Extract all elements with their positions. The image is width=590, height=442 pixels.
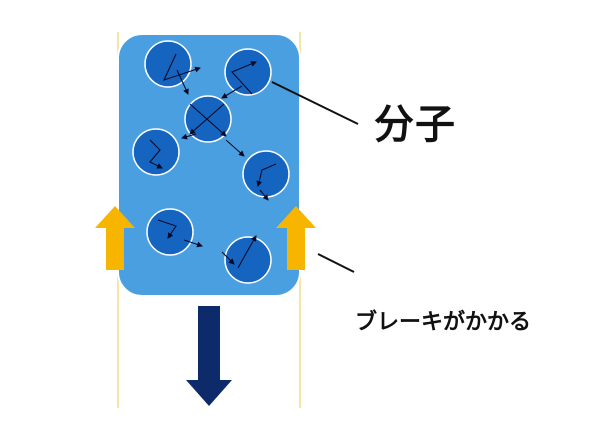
molecule bbox=[132, 128, 180, 176]
brake-label: ブレーキがかかる bbox=[355, 310, 532, 335]
motion-arrow bbox=[149, 139, 163, 169]
motion-arrow bbox=[157, 219, 177, 239]
up-arrow-left bbox=[95, 206, 135, 270]
motion-arrow bbox=[183, 239, 203, 248]
brake-leader-line bbox=[317, 253, 355, 273]
molecule bbox=[146, 208, 194, 256]
motion-arrow bbox=[189, 103, 227, 137]
molecule-leader-line bbox=[271, 81, 359, 125]
motion-arrow bbox=[221, 251, 235, 265]
motion-arrow bbox=[221, 85, 243, 99]
down-arrow bbox=[186, 306, 232, 406]
motion-arrow bbox=[181, 133, 197, 140]
molecule bbox=[224, 236, 272, 284]
up-arrow-right bbox=[276, 206, 316, 270]
motion-arrow bbox=[231, 61, 257, 95]
motion-arrow bbox=[225, 139, 245, 157]
motion-arrow bbox=[259, 189, 269, 201]
molecule-label: 分子 bbox=[374, 102, 456, 148]
motion-arrow bbox=[256, 163, 277, 187]
molecule bbox=[144, 40, 192, 88]
motion-paths bbox=[149, 53, 277, 269]
motion-arrow bbox=[162, 53, 201, 81]
molecule bbox=[242, 150, 290, 198]
molecule bbox=[224, 48, 272, 96]
motion-arrow bbox=[237, 235, 257, 269]
motion-arrow bbox=[176, 69, 189, 95]
motion-arrow bbox=[189, 103, 225, 135]
